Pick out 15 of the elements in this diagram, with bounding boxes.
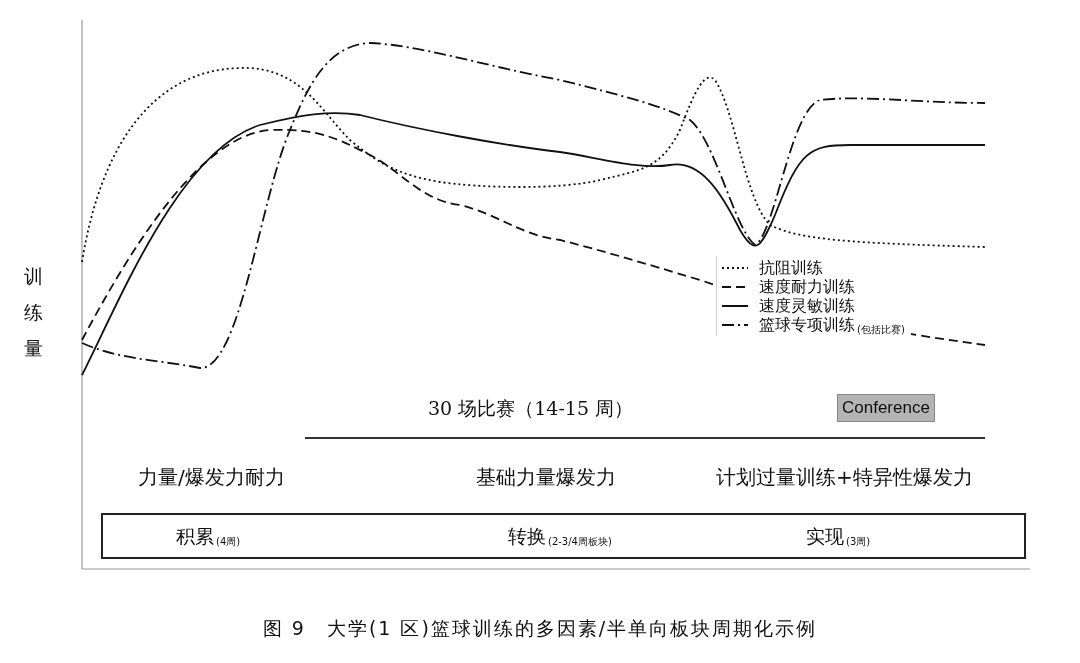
caption: 图 9 大学(1 区)篮球训练的多因素/半单向板块周期化示例 <box>261 616 819 641</box>
phase-block-box <box>101 513 1026 559</box>
block-label: 积累$_{(4周)}$ <box>176 523 241 550</box>
legend-text: 速度灵敏训练 <box>759 296 855 315</box>
axis-label: 训练量 <box>24 264 43 362</box>
legend-text: 篮球专项训练$_{(包括比赛)}$ <box>759 315 905 334</box>
season-label: 30 场比赛（14-15 周） <box>428 396 634 421</box>
phase-label: 基础力量爆发力 <box>476 464 616 491</box>
block-label: 实现$_{(3周)}$ <box>806 523 871 550</box>
block-label: 转换$_{(2-3/4周板块)}$ <box>508 523 612 550</box>
phase-label: 计划过量训练+特异性爆发力 <box>716 464 973 491</box>
conference-box: Conference <box>837 394 935 422</box>
phase-label: 力量/爆发力耐力 <box>138 464 285 491</box>
legend-text: 速度耐力训练 <box>759 277 855 296</box>
legend-text: 抗阻训练 <box>759 258 823 277</box>
